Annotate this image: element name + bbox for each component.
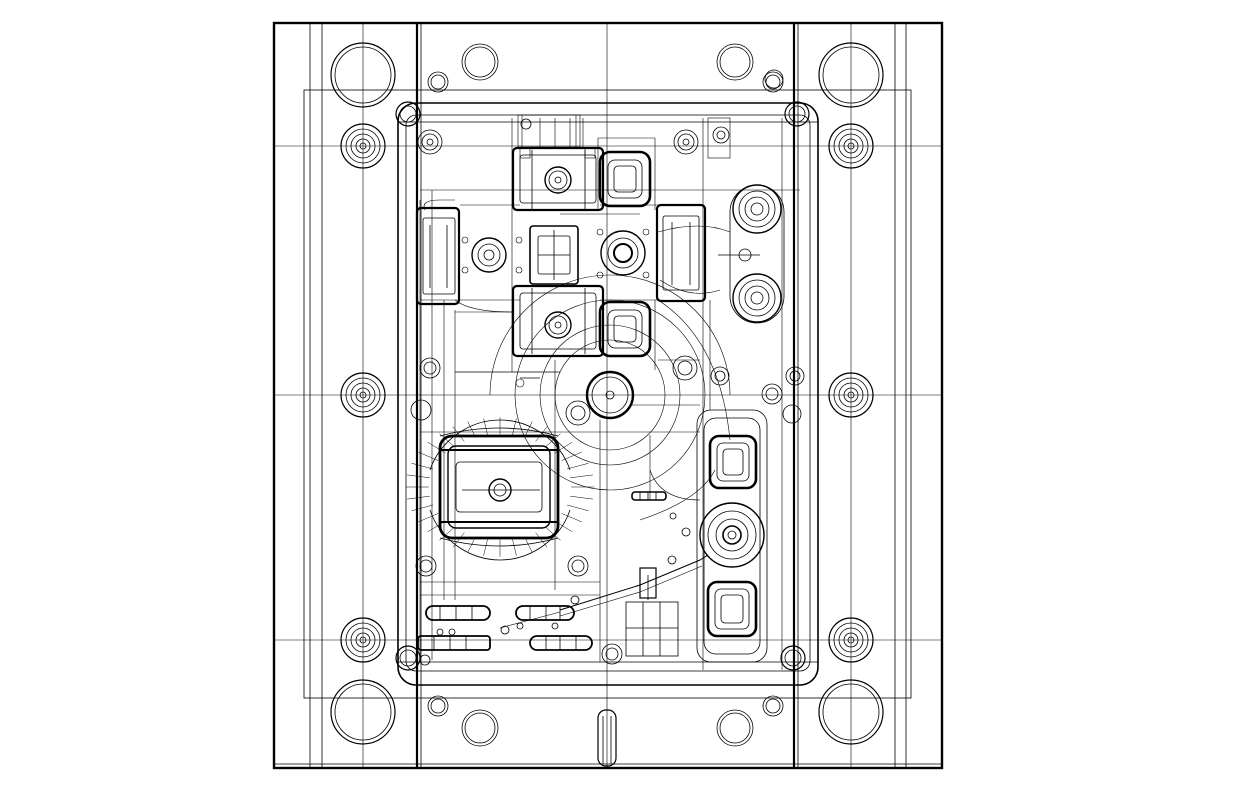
cooling-line	[467, 536, 476, 553]
cooling-line	[554, 441, 573, 454]
cooling-line	[570, 474, 593, 479]
cooling-line	[570, 495, 593, 500]
upper-cavity-assembly	[415, 146, 707, 358]
center-lines	[274, 23, 942, 768]
cooling-line	[407, 474, 430, 479]
lower-left-cavity	[429, 419, 571, 561]
cooling-line	[566, 462, 589, 470]
cooling-line	[439, 527, 455, 541]
cooling-line	[407, 495, 430, 500]
top-detail-lines	[461, 114, 731, 388]
corner-screws	[395, 69, 810, 671]
pocket-inserts	[598, 150, 768, 663]
cooling-line	[512, 538, 517, 556]
return-pin-holes	[330, 42, 884, 747]
cooling-line	[561, 451, 582, 461]
plate-outline	[303, 89, 912, 699]
right-ejector-columns	[699, 184, 785, 568]
cooling-line	[418, 451, 439, 461]
cooling-radial-lines	[405, 417, 595, 557]
cooling-line	[418, 513, 439, 523]
cooling-line	[535, 532, 548, 548]
cooling-line	[411, 504, 434, 512]
cooling-line	[483, 418, 488, 436]
structure-lines	[419, 118, 800, 670]
cooling-line	[411, 462, 434, 470]
cooling-line	[554, 520, 573, 533]
bottom-left-inserts	[417, 595, 623, 666]
cooling-line	[483, 538, 488, 556]
cooling-line	[535, 426, 548, 442]
cooling-line	[512, 418, 517, 436]
cooling-line	[524, 536, 533, 553]
cooling-line	[452, 532, 465, 548]
runner-and-gate	[499, 491, 709, 657]
cooling-line	[545, 527, 561, 541]
cooling-line	[561, 513, 582, 523]
cooling-line	[427, 441, 446, 454]
outer-frame	[272, 21, 944, 770]
cooling-line	[545, 433, 561, 447]
cooling-line	[427, 520, 446, 533]
guide-bushings	[340, 123, 874, 663]
bottom-sprue-bushing	[597, 709, 617, 767]
cooling-line	[439, 433, 455, 447]
cooling-line	[524, 421, 533, 438]
cooling-line	[467, 421, 476, 438]
cooling-line	[566, 504, 589, 512]
cooling-line	[452, 426, 465, 442]
